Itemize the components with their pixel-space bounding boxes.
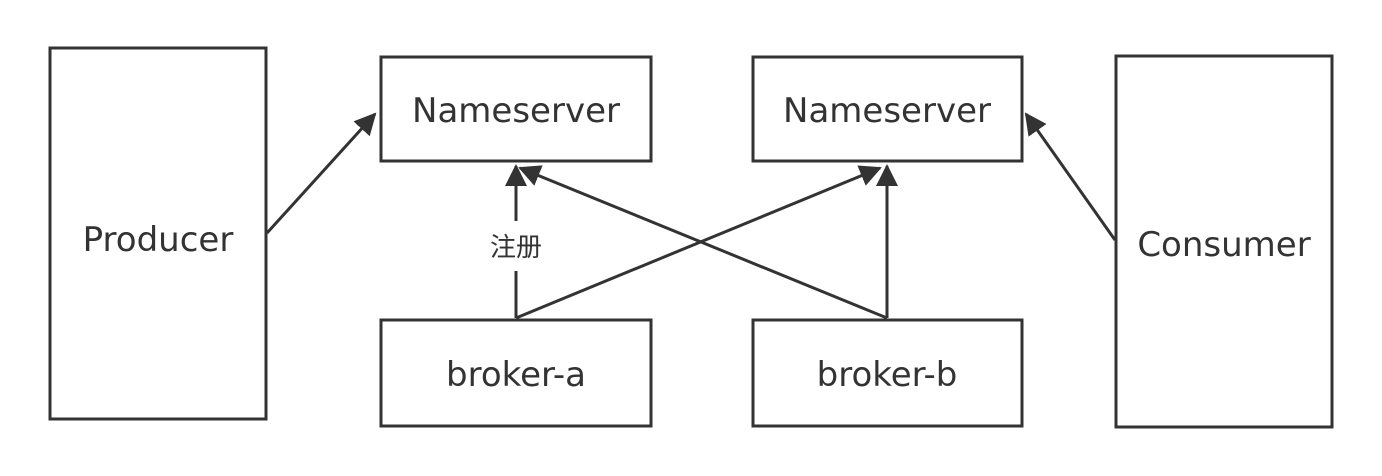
edge-broker-b-to-nameserver-1	[518, 165, 888, 320]
broker-b-label: broker-b	[817, 355, 958, 395]
producer-label: Producer	[83, 220, 234, 260]
edge-consumer-to-nameserver-2	[1024, 112, 1117, 241]
consumer-label: Consumer	[1137, 225, 1310, 265]
broker-a-node: broker-a	[379, 318, 653, 428]
nameserver-1-node: Nameserver	[379, 55, 653, 163]
edge-producer-to-nameserver-1	[265, 112, 377, 235]
consumer-node: Consumer	[1114, 54, 1334, 429]
nameserver-2-node: Nameserver	[751, 55, 1024, 163]
producer-node: Producer	[48, 46, 268, 421]
edge-broker-a-to-nameserver-2	[515, 165, 882, 320]
broker-b-node: broker-b	[751, 318, 1024, 428]
nameserver-1-label: Nameserver	[412, 91, 620, 131]
register-edge-label: 注册	[490, 233, 542, 263]
broker-a-label: broker-a	[446, 355, 586, 395]
nameserver-2-label: Nameserver	[783, 91, 991, 131]
